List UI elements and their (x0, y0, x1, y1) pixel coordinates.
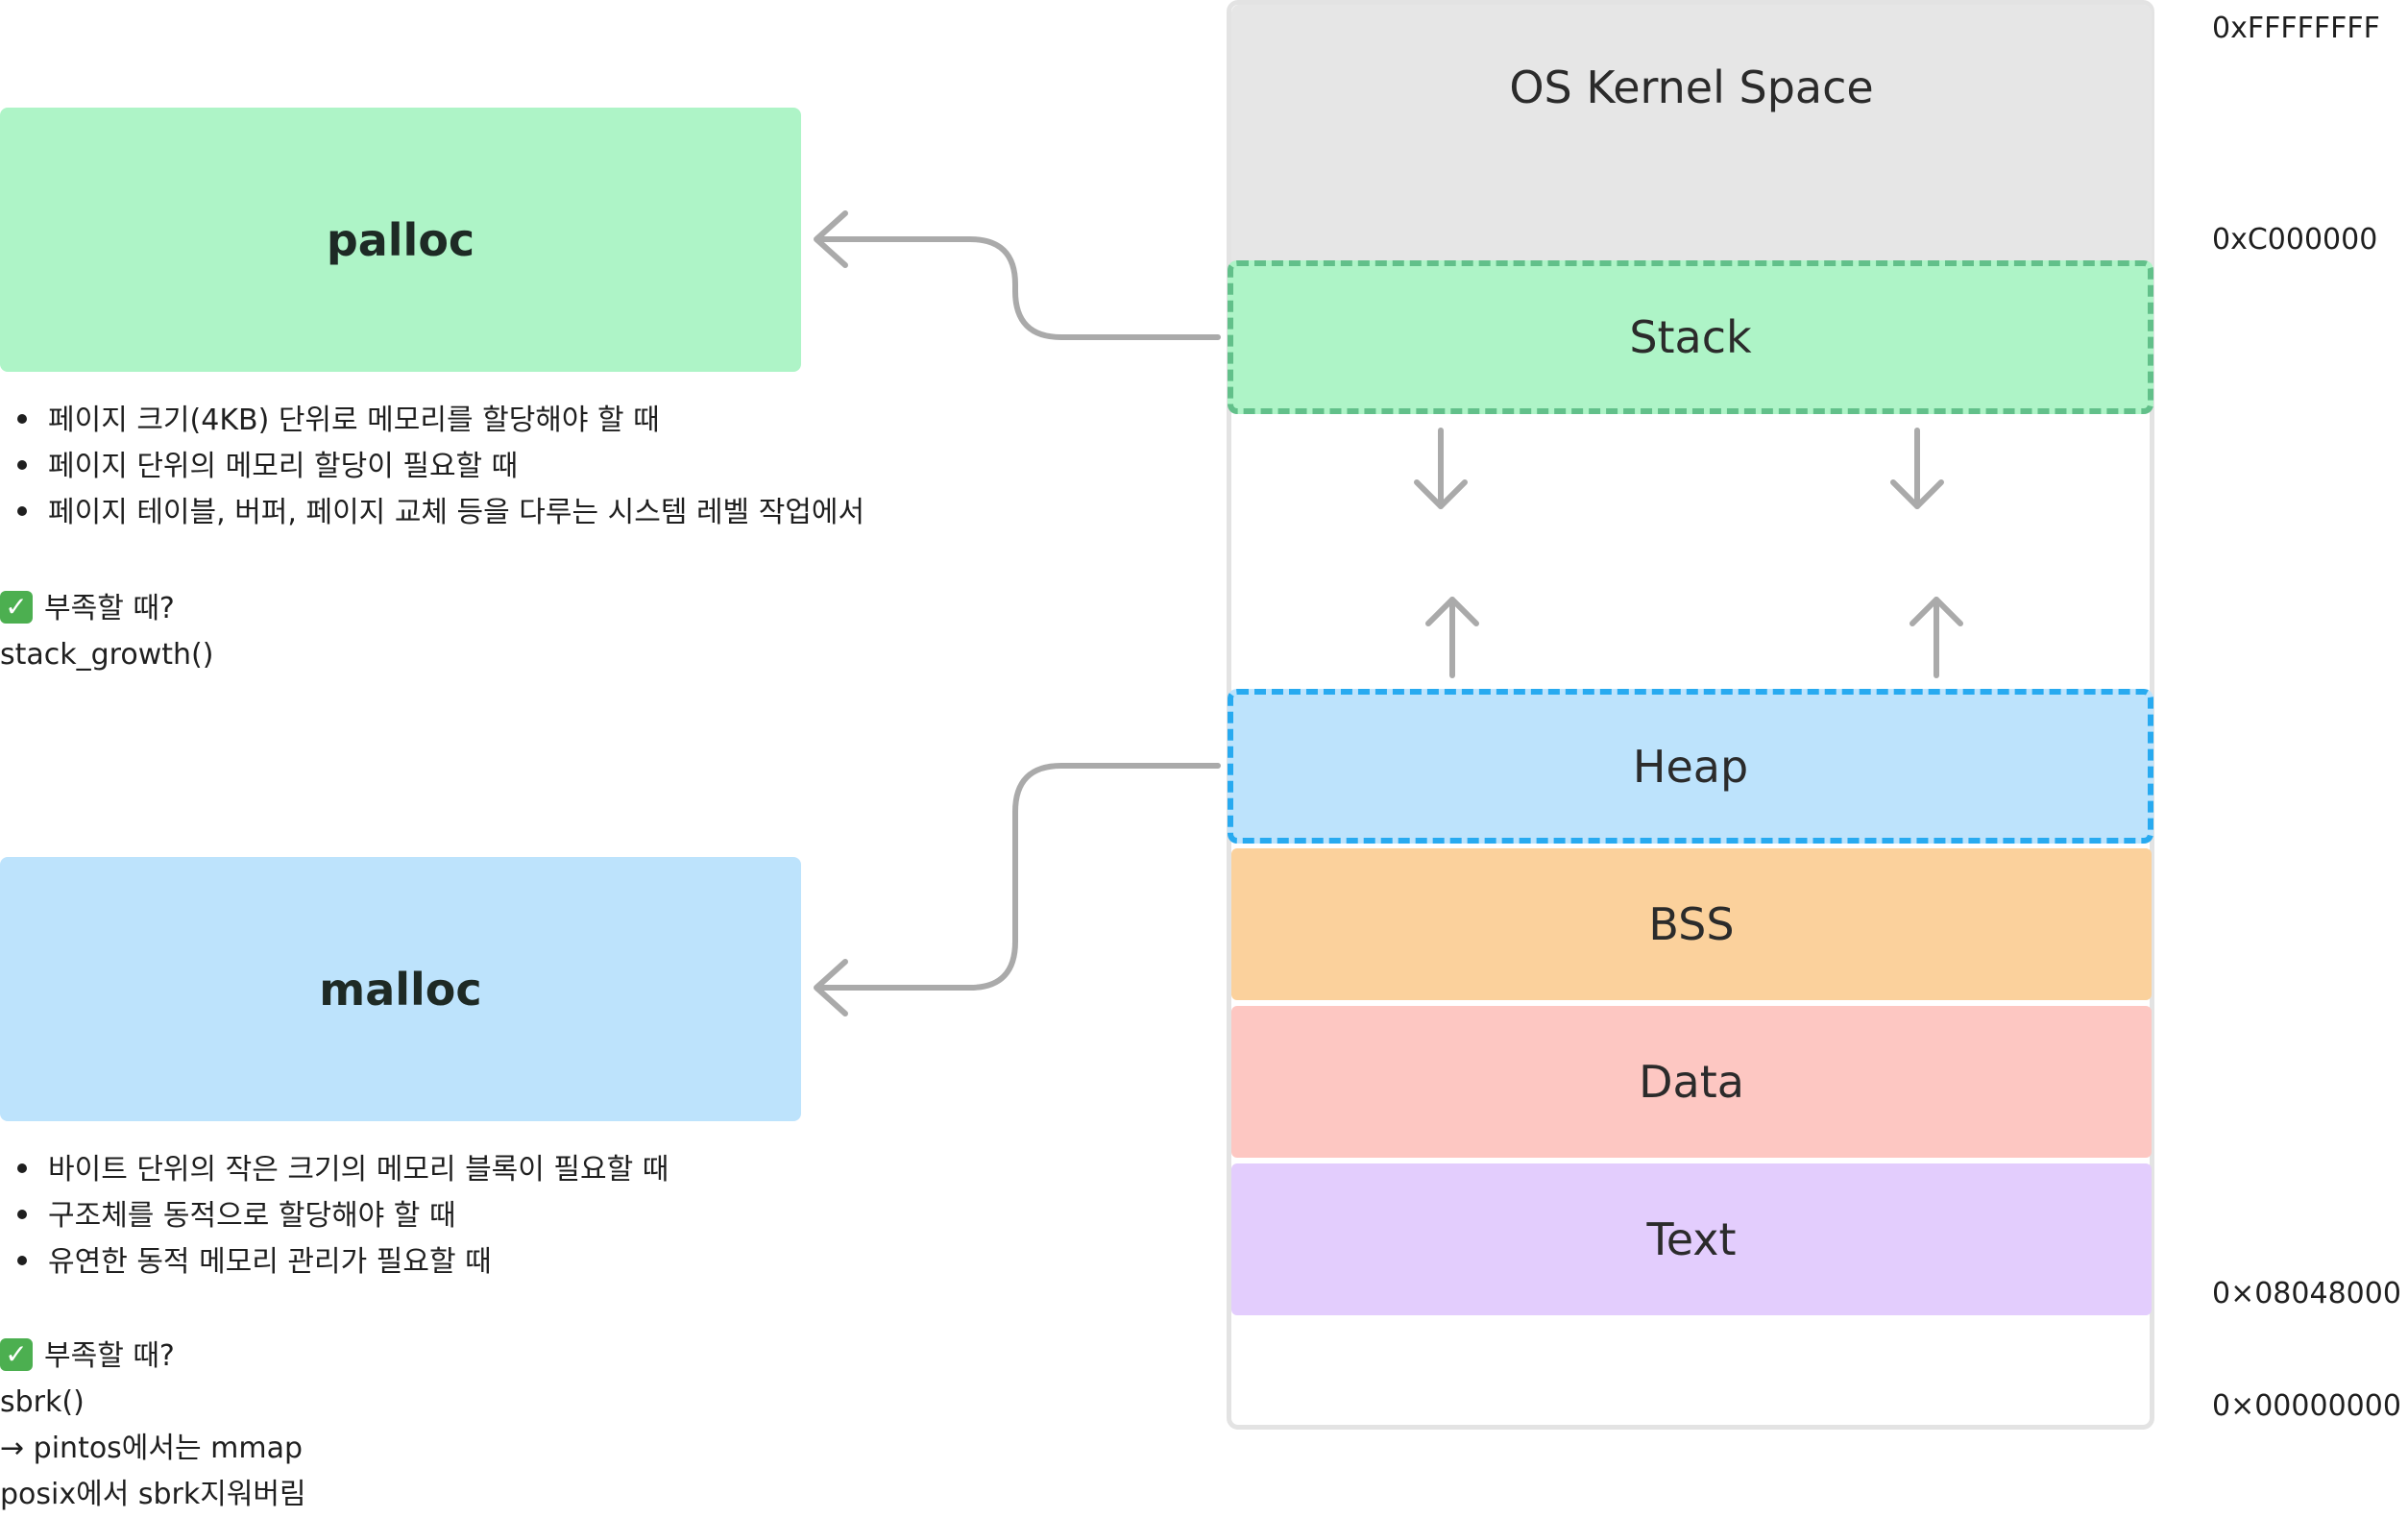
address-bottom: 0×00000000 (2212, 1389, 2401, 1423)
arrow-icon (1890, 479, 1944, 509)
malloc-fallback-line: posix에서 sbrk지워버림 (0, 1478, 306, 1511)
heap-segment: Heap (1228, 689, 2153, 844)
malloc-check-label: 부족할 때? (44, 1339, 175, 1373)
kernel-space-label: OS Kernel Space (1509, 61, 1874, 113)
heap-to-malloc-arrow (818, 763, 1221, 991)
text-label: Text (1646, 1213, 1737, 1265)
malloc-bullet: 구조체를 동적으로 할당해야 할 때 (0, 1193, 669, 1239)
palloc-bullet-list: 페이지 크기(4KB) 단위로 메모리를 할당해야 할 때 페이지 단위의 메모… (0, 398, 864, 536)
palloc-check-label: 부족할 때? (44, 592, 175, 625)
palloc-bullet: 페이지 크기(4KB) 단위로 메모리를 할당해야 할 때 (0, 398, 864, 444)
palloc-fallback-line: stack_growth() (0, 638, 214, 672)
kernel-space-segment: OS Kernel Space (1231, 5, 2152, 262)
palloc-box: palloc (0, 108, 801, 372)
malloc-bullet: 바이트 단위의 작은 크기의 메모리 블록이 필요할 때 (0, 1147, 669, 1193)
text-segment: Text (1231, 1163, 2152, 1315)
address-kernel-base: 0xC000000 (2212, 223, 2378, 257)
palloc-title: palloc (326, 213, 475, 266)
arrow-icon (1909, 597, 1963, 626)
arrow-icon (1425, 597, 1479, 626)
check-mark-icon: ✓ (0, 590, 33, 624)
data-label: Data (1639, 1056, 1744, 1108)
stack-segment: Stack (1228, 260, 2153, 414)
malloc-bullet: 유연한 동적 메모리 관리가 필요할 때 (0, 1239, 669, 1285)
arrow-icon (1414, 479, 1468, 509)
arrow-icon (814, 210, 848, 268)
malloc-fallback-line: → pintos에서는 mmap (0, 1432, 304, 1465)
data-segment: Data (1231, 1006, 2152, 1158)
bss-segment: BSS (1231, 848, 2152, 1000)
malloc-bullet-list: 바이트 단위의 작은 크기의 메모리 블록이 필요할 때 구조체를 동적으로 할… (0, 1147, 669, 1285)
malloc-check-line: ✓ 부족할 때? (0, 1334, 306, 1380)
palloc-fallback: ✓ 부족할 때? stack_growth() (0, 586, 213, 678)
palloc-bullet: 페이지 테이블, 버퍼, 페이지 교체 등을 다루는 시스템 레벨 작업에서 (0, 490, 864, 536)
malloc-title: malloc (319, 963, 482, 1016)
arrow-icon (814, 959, 848, 1016)
malloc-fallback-line: sbrk() (0, 1385, 85, 1419)
stack-to-palloc-arrow (818, 236, 1221, 340)
stack-label: Stack (1629, 311, 1752, 363)
palloc-check-line: ✓ 부족할 때? (0, 586, 213, 632)
palloc-bullet: 페이지 단위의 메모리 할당이 필요할 때 (0, 444, 864, 490)
heap-label: Heap (1632, 740, 1749, 793)
address-text-base: 0×08048000 (2212, 1277, 2401, 1310)
malloc-box: malloc (0, 857, 801, 1121)
check-mark-icon: ✓ (0, 1337, 33, 1371)
address-top: 0xFFFFFFFF (2212, 12, 2380, 45)
bss-label: BSS (1648, 898, 1735, 950)
malloc-fallback: ✓ 부족할 때? sbrk() → pintos에서는 mmap posix에서 … (0, 1334, 306, 1518)
